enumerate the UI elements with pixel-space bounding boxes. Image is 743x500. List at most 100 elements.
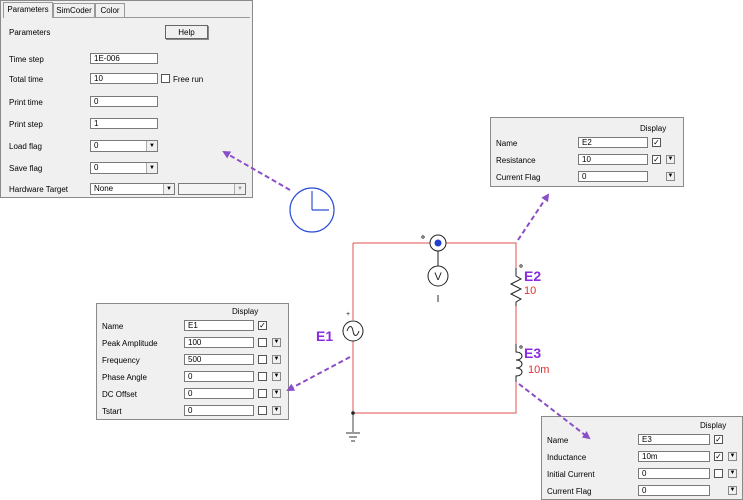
e1-dc-offset-display-checkbox[interactable] [258,389,267,398]
e1-frequency-input[interactable]: 500 [184,354,254,365]
e1-tstart-label: Tstart [102,407,122,416]
e2-component-label: E2 [524,268,541,284]
e2-resistance-display-checkbox[interactable]: ✓ [652,155,661,164]
chevron-down-icon[interactable]: ▼ [272,389,281,398]
help-button[interactable]: Help [165,25,208,39]
e2-name-label: Name [496,139,518,148]
total-time-label: Total time [9,75,44,84]
hardware-target-value: None [94,184,114,193]
e1-tstart-input[interactable]: 0 [184,405,254,416]
print-step-label: Print step [9,120,43,129]
chevron-down-icon[interactable]: ▼ [666,155,675,164]
print-time-input[interactable]: 0 [90,96,158,107]
e3-inductance-value: 10m [528,364,549,376]
e1-phase-angle-display-checkbox[interactable] [258,372,267,381]
e3-initial-current-input[interactable]: 0 [638,468,710,479]
display-header: Display [640,124,667,133]
e1-peak-amplitude-display-checkbox[interactable] [258,338,267,347]
e2-resistor-dialog: Display Name E2 ✓ Resistance 10 ✓ ▼ Curr… [490,117,684,187]
e3-name-input[interactable]: E3 [638,434,710,445]
load-flag-label: Load flag [9,142,42,151]
hardware-target-secondary-select[interactable]: ▼ [178,183,246,195]
free-run-checkbox[interactable] [161,74,170,83]
display-header: Display [232,307,259,316]
print-step-input[interactable]: 1 [90,118,158,129]
arrow-to-e2-dialog [517,193,550,241]
chevron-down-icon[interactable]: ▼ [728,469,737,478]
arrow-to-sim-dialog [222,151,291,191]
e1-dc-offset-label: DC Offset [102,390,137,399]
chevron-down-icon[interactable]: ▼ [272,338,281,347]
chevron-down-icon[interactable]: ▼ [272,406,281,415]
print-time-label: Print time [9,98,43,107]
tab-panel-border [3,17,250,196]
free-run-label: Free run [173,75,204,84]
voltmeter-icon[interactable]: V I [427,265,449,305]
current-sensor-icon[interactable] [421,234,447,266]
simulation-control-dialog: Parameters SimCoder Color Parameters Hel… [0,0,253,198]
chevron-down-icon[interactable]: ▼ [728,452,737,461]
junction-dot [351,411,355,415]
e1-sine-source-dialog: Display Name E1 ✓ Peak Amplitude 100 ▼ F… [96,303,289,420]
e3-name-display-checkbox[interactable]: ✓ [714,435,723,444]
chevron-down-icon[interactable]: ▼ [728,486,737,495]
e2-resistance-label: Resistance [496,156,536,165]
e1-peak-amplitude-input[interactable]: 100 [184,337,254,348]
hardware-target-label: Hardware Target [9,185,68,194]
e3-initial-current-label: Initial Current [547,470,595,479]
e3-inductance-display-checkbox[interactable]: ✓ [714,452,723,461]
total-time-input[interactable]: 10 [90,73,158,84]
time-step-input[interactable]: 1E-006 [90,53,158,64]
e2-name-input[interactable]: E2 [578,137,648,148]
tab-color[interactable]: Color [95,3,125,18]
save-flag-select[interactable]: 0 ▼ [90,162,158,174]
e1-phase-angle-label: Phase Angle [102,373,147,382]
e1-name-display-checkbox[interactable]: ✓ [258,321,267,330]
e3-inductance-input[interactable]: 10m [638,451,710,462]
e3-inductor-dialog: Display Name E3 ✓ Inductance 10m ✓ ▼ Ini… [541,416,743,500]
chevron-down-icon[interactable]: ▼ [163,184,174,194]
save-flag-label: Save flag [9,164,43,173]
e2-current-flag-input[interactable]: 0 [578,171,648,182]
tab-parameters[interactable]: Parameters [3,2,53,18]
clock-icon[interactable] [289,187,335,233]
inductor-icon[interactable] [515,344,523,382]
ground-icon [346,432,360,442]
ac-source-icon[interactable]: + [342,311,364,342]
e3-initial-current-display-checkbox[interactable] [714,469,723,478]
display-header: Display [700,421,727,430]
chevron-down-icon[interactable]: ▼ [146,163,157,173]
load-flag-select[interactable]: 0 ▼ [90,140,158,152]
chevron-down-icon[interactable]: ▼ [272,355,281,364]
e1-component-label: E1 [316,328,333,344]
e3-inductance-label: Inductance [547,453,587,462]
e1-dc-offset-input[interactable]: 0 [184,388,254,399]
e2-resistance-value: 10 [524,285,536,297]
e2-name-display-checkbox[interactable]: ✓ [652,138,661,147]
e1-tstart-display-checkbox[interactable] [258,406,267,415]
e3-name-label: Name [547,436,569,445]
chevron-down-icon[interactable]: ▼ [272,372,281,381]
tab-simcoder[interactable]: SimCoder [53,3,95,18]
parameters-heading: Parameters [9,28,51,37]
e1-phase-angle-input[interactable]: 0 [184,371,254,382]
e1-frequency-display-checkbox[interactable] [258,355,267,364]
resistor-icon[interactable] [509,264,523,306]
e2-resistance-input[interactable]: 10 [578,154,648,165]
e1-peak-amplitude-label: Peak Amplitude [102,339,158,348]
arrow-to-e1-dialog [286,356,351,391]
e3-current-flag-input[interactable]: 0 [638,485,710,496]
chevron-down-icon[interactable]: ▼ [146,141,157,151]
load-flag-value: 0 [94,141,99,150]
time-step-label: Time step [9,55,44,64]
meter-output-label: I [437,294,440,305]
e1-frequency-label: Frequency [102,356,140,365]
chevron-down-icon[interactable]: ▼ [234,184,245,194]
e1-name-input[interactable]: E1 [184,320,254,331]
chevron-down-icon[interactable]: ▼ [666,172,675,181]
e1-name-label: Name [102,322,124,331]
svg-text:+: + [346,311,350,318]
e2-current-flag-label: Current Flag [496,173,541,182]
hardware-target-select[interactable]: None ▼ [90,183,175,195]
